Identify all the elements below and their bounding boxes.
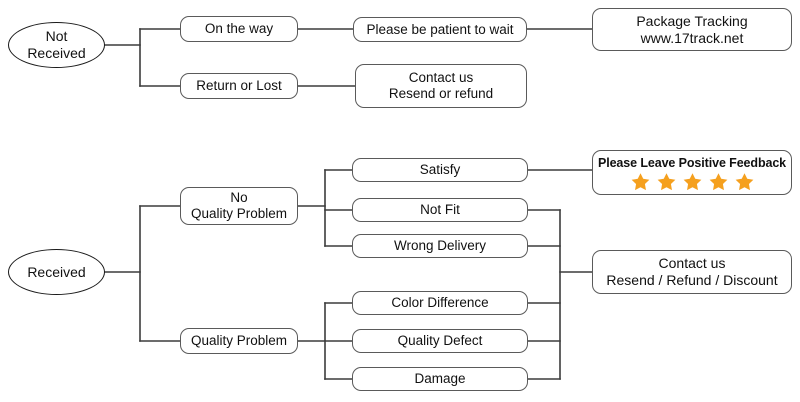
node-wrong-delivery[interactable]: Wrong Delivery xyxy=(352,234,528,258)
node-contact-resend-refund[interactable]: Contact us Resend or refund xyxy=(355,64,527,108)
node-return-or-lost-label: Return or Lost xyxy=(196,78,282,94)
node-color-difference[interactable]: Color Difference xyxy=(352,291,528,315)
node-no-quality-problem[interactable]: No Quality Problem xyxy=(180,187,298,225)
node-positive-feedback[interactable]: Please Leave Positive Feedback xyxy=(592,150,792,195)
node-damage[interactable]: Damage xyxy=(352,367,528,391)
node-no-quality-problem-line2: Quality Problem xyxy=(190,206,288,221)
node-quality-problem[interactable]: Quality Problem xyxy=(180,328,298,354)
node-not-fit-label: Not Fit xyxy=(420,202,460,218)
star-icon[interactable] xyxy=(657,172,676,191)
node-package-tracking[interactable]: Package Tracking www.17track.net xyxy=(592,8,792,51)
node-not-received-line2: Received xyxy=(27,45,86,61)
node-package-tracking-line2: www.17track.net xyxy=(640,29,744,46)
node-not-received[interactable]: Not Received xyxy=(8,22,105,68)
node-not-received-line1: Not xyxy=(45,28,68,45)
node-color-difference-label: Color Difference xyxy=(391,295,489,311)
node-wrong-delivery-label: Wrong Delivery xyxy=(393,238,487,254)
node-received[interactable]: Received xyxy=(8,249,105,295)
node-contact-resend-refund-line2: Resend or refund xyxy=(388,86,494,101)
node-package-tracking-line1: Package Tracking xyxy=(636,12,748,29)
node-quality-problem-label: Quality Problem xyxy=(190,333,288,349)
node-quality-defect-label: Quality Defect xyxy=(397,333,483,349)
node-please-be-patient[interactable]: Please be patient to wait xyxy=(353,17,527,42)
node-satisfy-label: Satisfy xyxy=(419,162,461,178)
node-on-the-way-label: On the way xyxy=(204,21,274,37)
star-icon[interactable] xyxy=(709,172,728,191)
node-contact-resend-refund-line1: Contact us xyxy=(408,70,474,86)
node-received-label: Received xyxy=(27,263,86,280)
positive-feedback-title: Please Leave Positive Feedback xyxy=(597,155,787,170)
node-satisfy[interactable]: Satisfy xyxy=(352,158,528,182)
star-icon[interactable] xyxy=(683,172,702,191)
node-contact-resend-refund-discount-line2: Resend / Refund / Discount xyxy=(606,272,778,288)
star-rating[interactable] xyxy=(631,172,754,191)
node-no-quality-problem-line1: No xyxy=(230,190,248,206)
node-not-fit[interactable]: Not Fit xyxy=(352,198,528,222)
node-contact-resend-refund-discount-line1: Contact us xyxy=(658,255,726,272)
star-icon[interactable] xyxy=(631,172,650,191)
star-icon[interactable] xyxy=(735,172,754,191)
node-damage-label: Damage xyxy=(414,371,466,387)
node-on-the-way[interactable]: On the way xyxy=(180,16,298,42)
node-quality-defect[interactable]: Quality Defect xyxy=(352,329,528,353)
node-please-be-patient-label: Please be patient to wait xyxy=(366,21,514,37)
node-return-or-lost[interactable]: Return or Lost xyxy=(180,73,298,99)
node-contact-resend-refund-discount[interactable]: Contact us Resend / Refund / Discount xyxy=(592,250,792,294)
